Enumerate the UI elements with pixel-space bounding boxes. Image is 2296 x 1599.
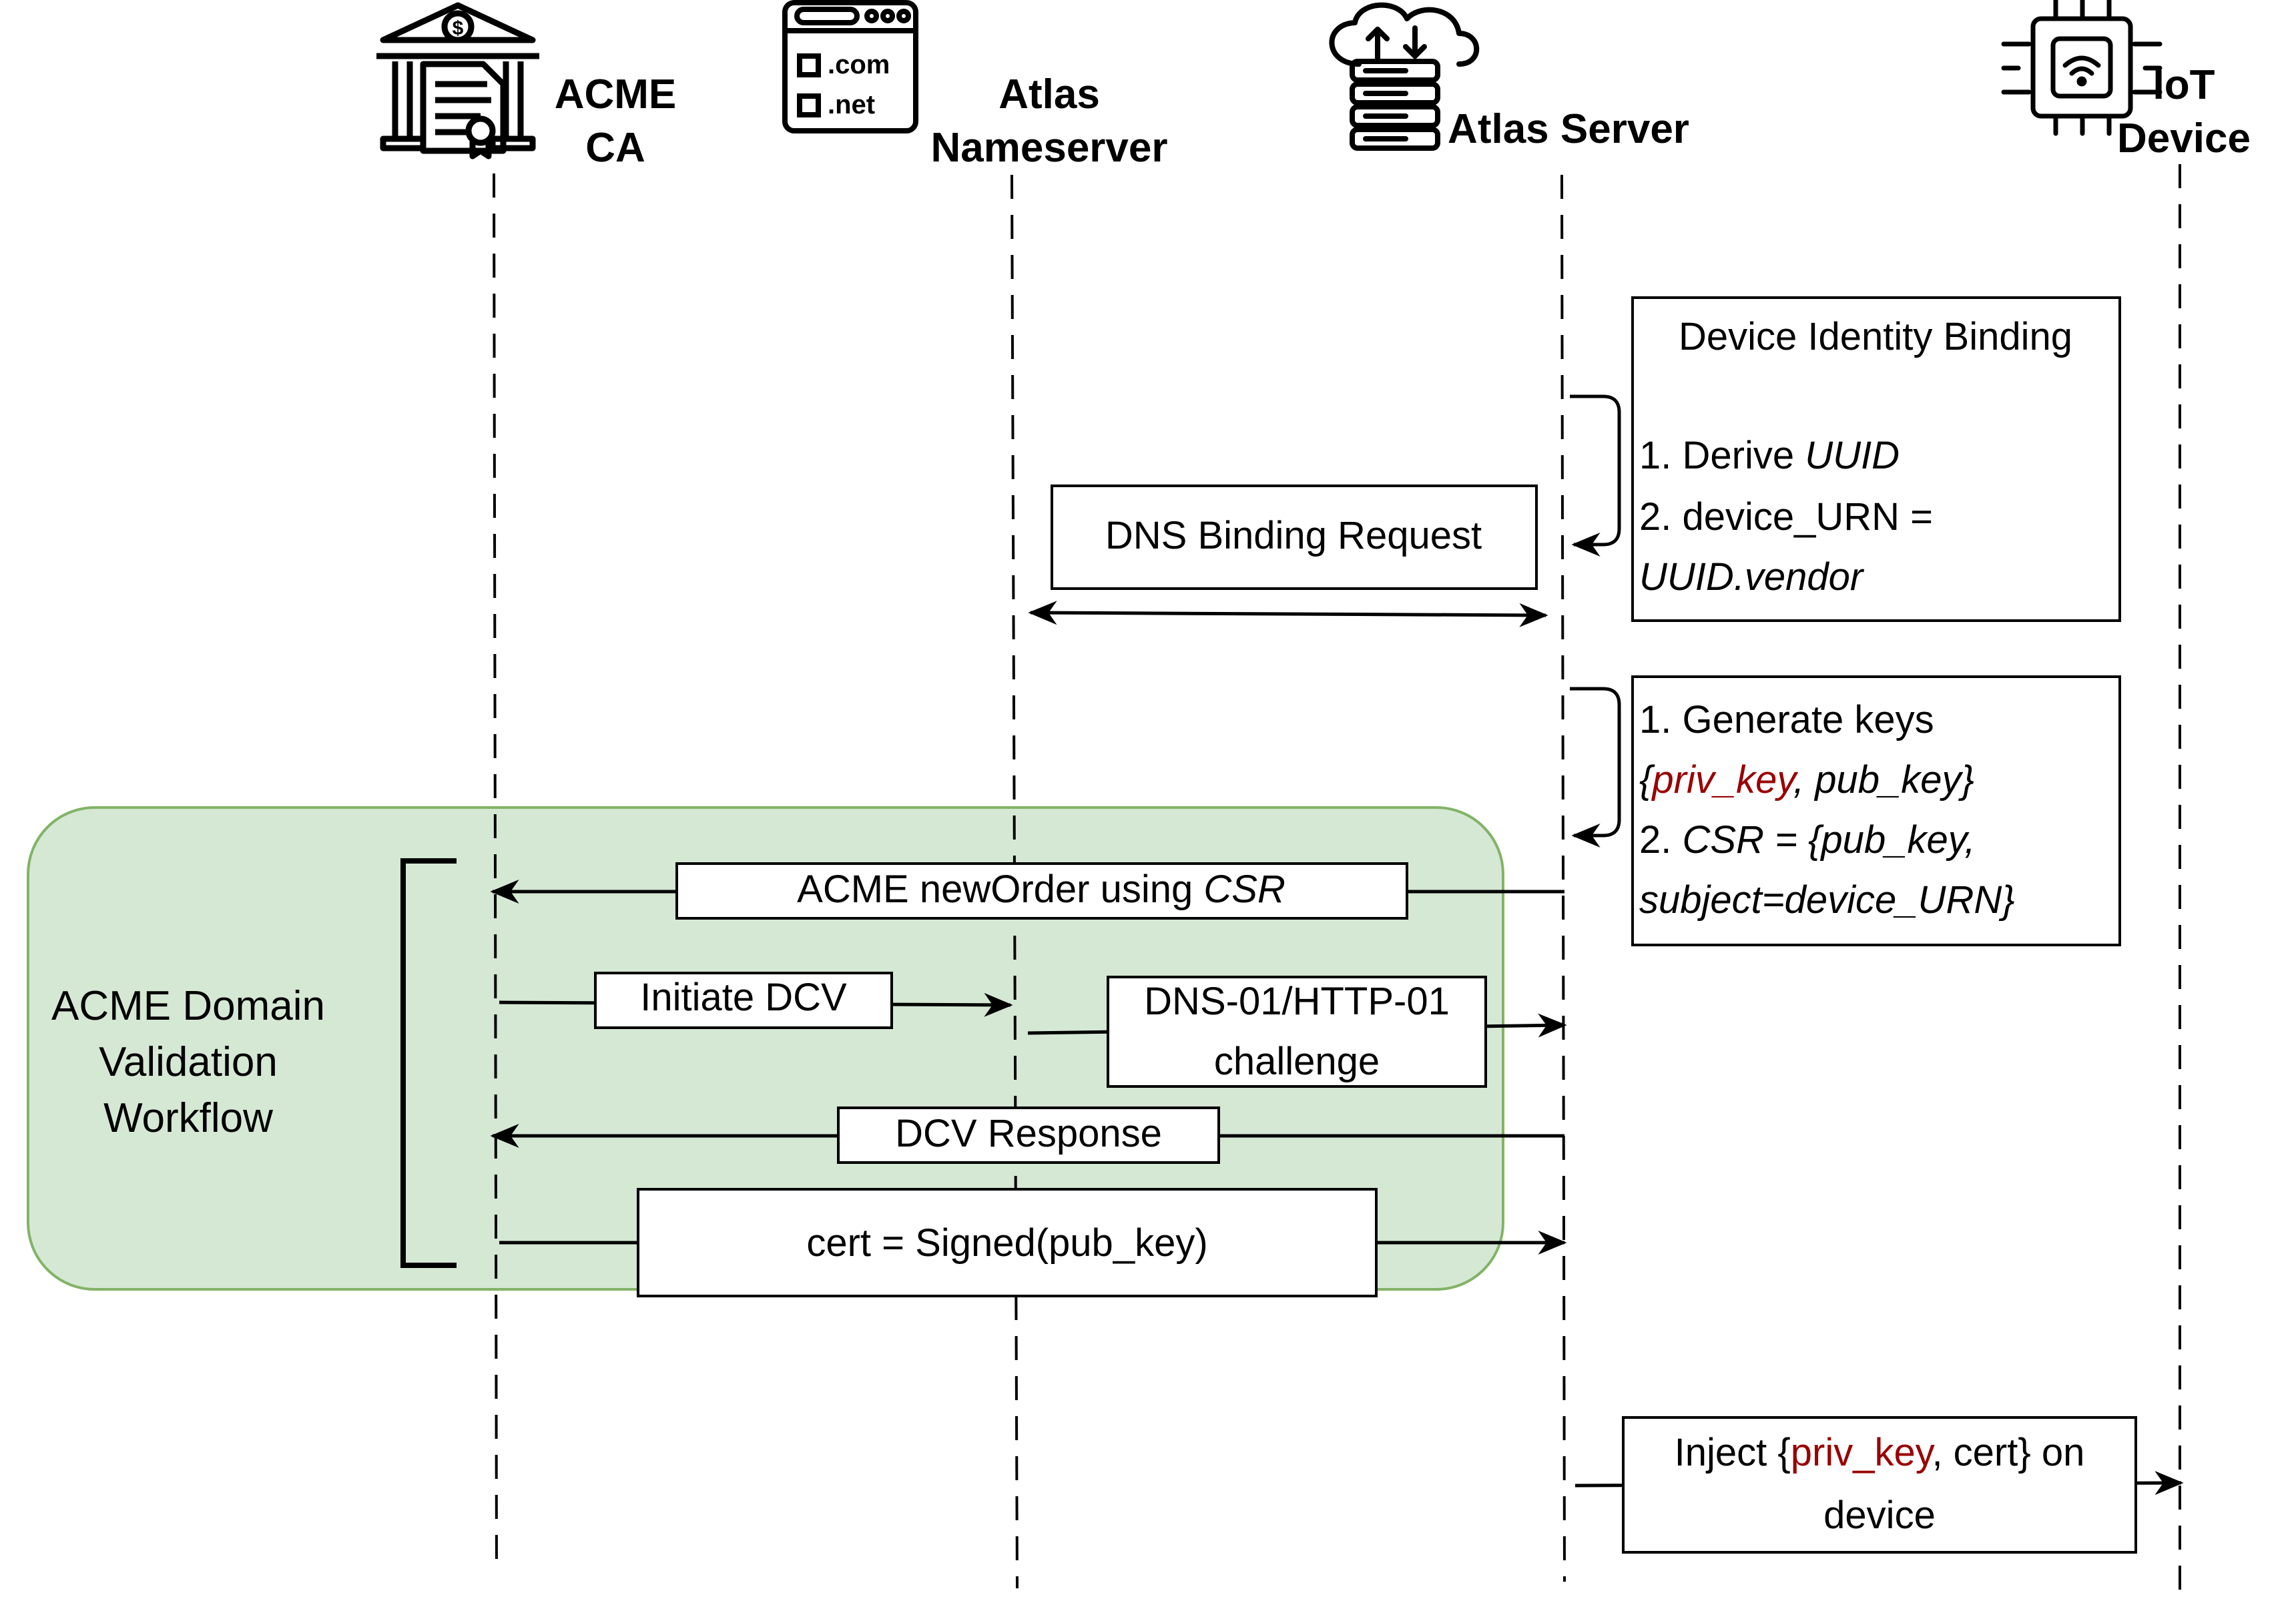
svg-text:IoT: IoT [2153,62,2215,108]
svg-text:ACME Domain: ACME Domain [51,983,325,1029]
svg-text:Device: Device [2117,115,2251,162]
cloud-server-icon [1329,2,1480,151]
actor-iot-label: IoT Device [2117,62,2251,162]
svg-text:challenge: challenge [1214,1040,1380,1083]
svg-text:2. device_URN =: 2. device_URN = [1639,495,1933,539]
note-generate-keys: 1. Generate keys {priv_key, pub_key} 2. … [1631,675,2121,946]
inject-label: Inject {priv_key, cert} on device [1622,1416,2137,1554]
svg-text:Nameserver: Nameserver [930,125,1167,171]
cert-label: cert = Signed(pub_key) [637,1188,1378,1297]
svg-text:DNS-01/HTTP-01: DNS-01/HTTP-01 [1144,980,1450,1023]
initiate-dcv-label: Initiate DCV [594,972,893,1029]
dcv-response-label: DCV Response [837,1106,1220,1164]
svg-text:Device Identity Binding: Device Identity Binding [1679,315,2072,358]
new-order-label: ACME newOrder using CSR [675,862,1408,920]
svg-text:UUID.vendor: UUID.vendor [1639,555,1865,599]
svg-text:subject=device_URN}: subject=device_URN} [1639,878,2015,922]
bank-certificate-icon: $ [376,2,539,159]
svg-text:cert = Signed(pub_key): cert = Signed(pub_key) [806,1221,1207,1265]
svg-text:$: $ [453,17,464,39]
actor-server-label: Atlas Server [1448,106,1689,152]
actor-nameserver-label: Atlas Nameserver [930,71,1167,171]
self-call-generate-keys [1570,687,1621,848]
workflow-label: ACME Domain Validation Workflow [51,983,325,1141]
svg-text:ACME newOrder using CSR: ACME newOrder using CSR [797,868,1285,911]
svg-text:Atlas: Atlas [998,71,1100,117]
workflow-bracket [400,858,457,1268]
svg-text:ACME: ACME [555,71,677,117]
svg-text:DNS Binding Request: DNS Binding Request [1105,514,1482,557]
lifeline-nameserver [1011,174,1019,1589]
svg-text:device: device [1823,1494,1936,1537]
lifeline-server [1560,174,1566,1582]
svg-text:DCV Response: DCV Response [895,1112,1162,1155]
dns-binding-arrow [1028,601,1548,627]
challenge-label: DNS-01/HTTP-01 challenge [1107,976,1487,1088]
svg-text:{priv_key, pub_key}: {priv_key, pub_key} [1639,758,1974,802]
svg-text:Workflow: Workflow [103,1095,273,1141]
dns-binding-request-label: DNS Binding Request [1051,485,1538,590]
nameserver-icon-net: .net [828,90,875,119]
svg-text:Initiate DCV: Initiate DCV [640,976,847,1019]
domain-window-icon [782,0,918,133]
svg-text:Validation: Validation [99,1039,278,1085]
svg-text:1. Generate keys: 1. Generate keys [1639,698,1934,741]
svg-text:1. Derive UUID: 1. Derive UUID [1639,434,1900,477]
nameserver-icon-com: .com [828,50,890,79]
self-call-binding [1570,394,1621,557]
svg-text:2. CSR = {pub_key,: 2. CSR = {pub_key, [1639,818,1976,862]
note-device-identity-binding: Device Identity Binding 1. Derive UUID 2… [1631,296,2121,622]
svg-text:CA: CA [585,125,645,171]
lifeline-acme-ca [493,173,498,1576]
actor-acme-ca-label: ACME CA [555,71,677,171]
svg-text:Inject {priv_key, cert} on: Inject {priv_key, cert} on [1675,1431,2085,1474]
iot-chip-icon [2001,0,2163,136]
